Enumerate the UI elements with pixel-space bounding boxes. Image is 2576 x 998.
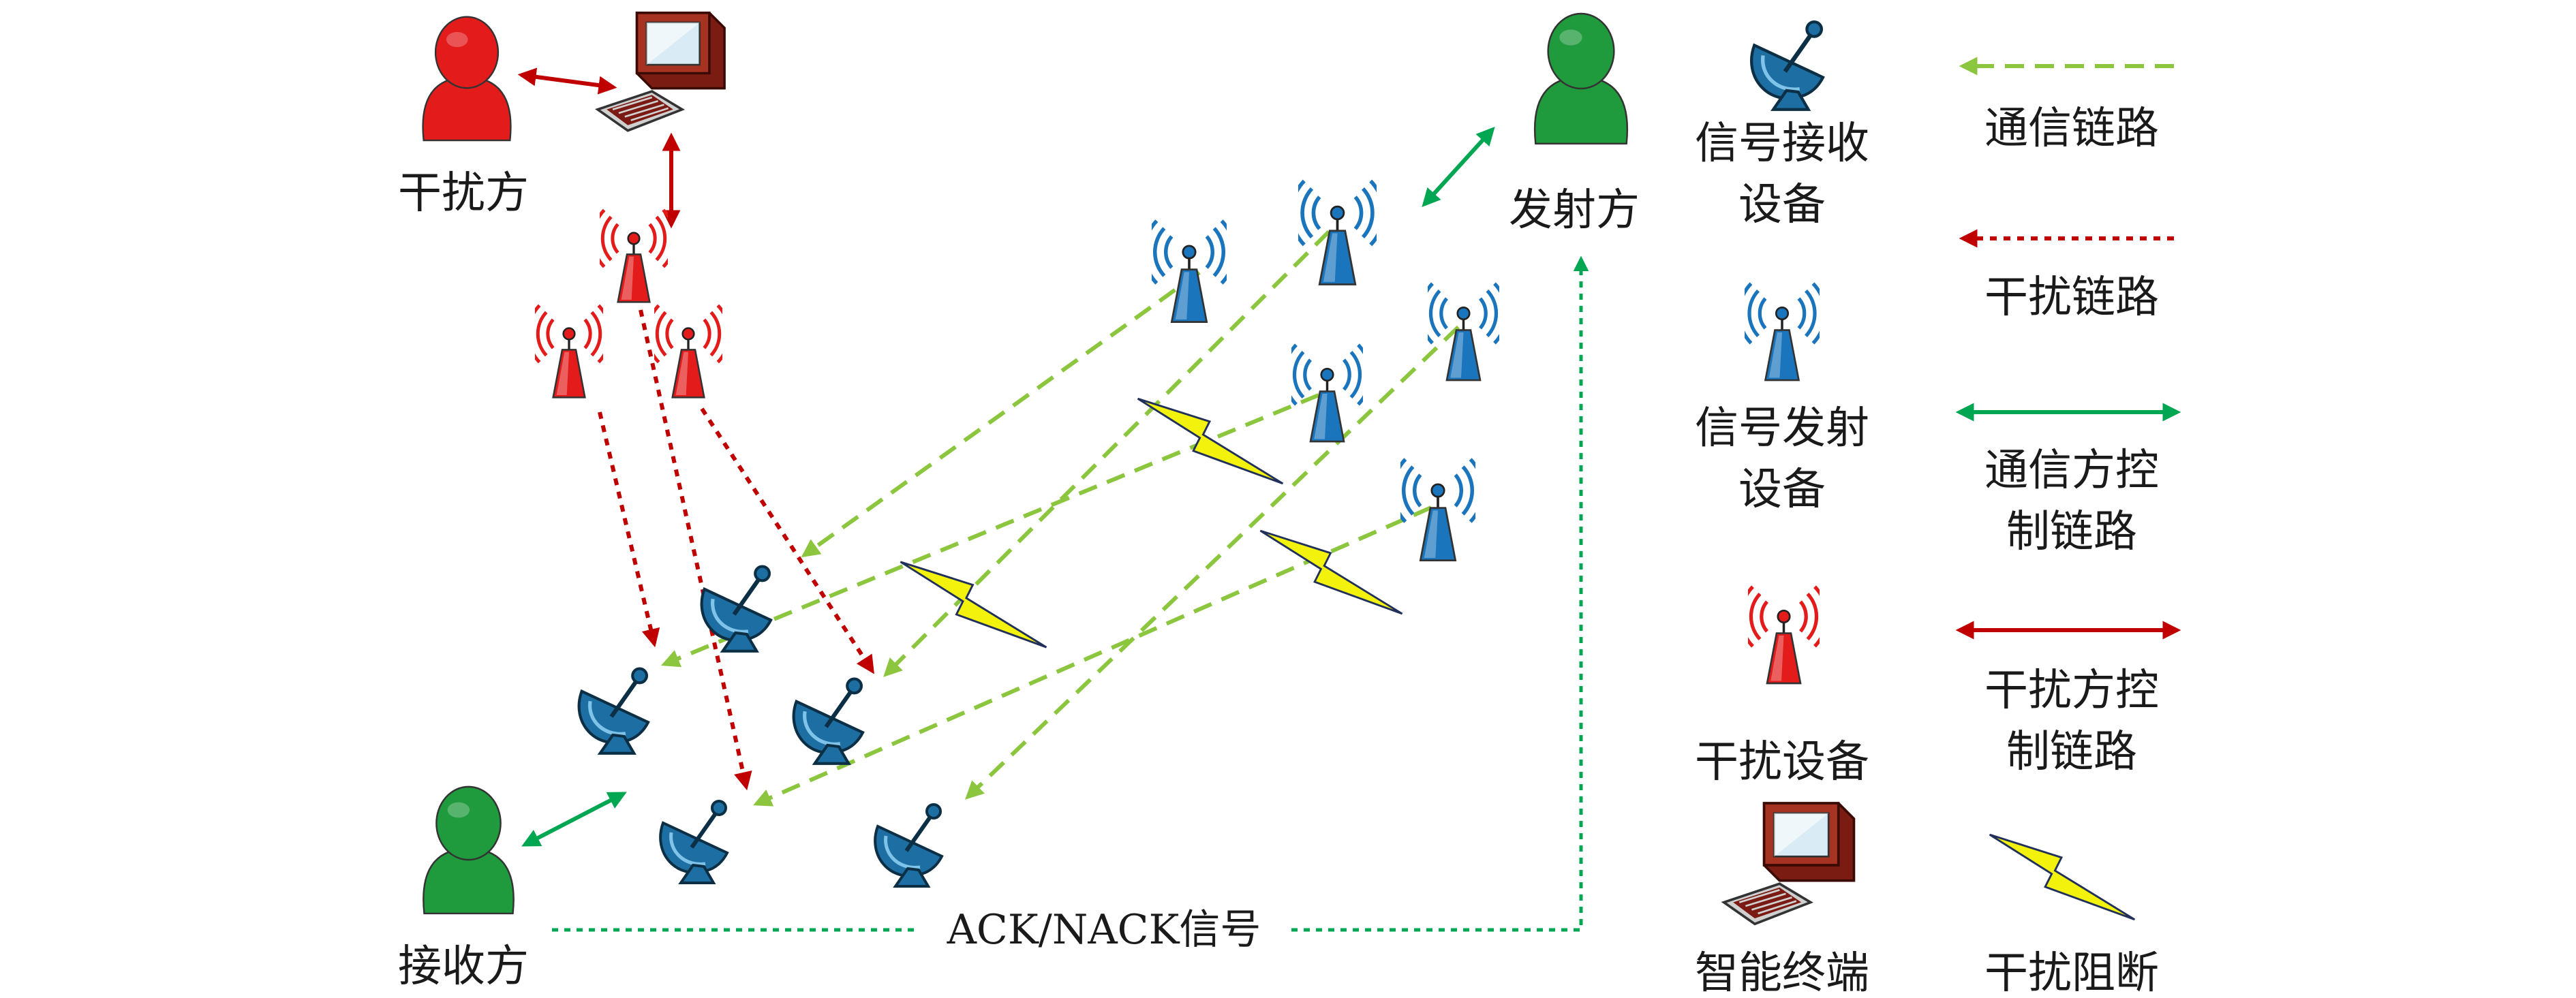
jammer-control-links	[517, 67, 681, 229]
receiver-person-icon	[422, 785, 515, 915]
legend-transmit-device-line1: 信号发射	[1695, 403, 1869, 454]
comm-link	[965, 325, 1460, 800]
comm-link	[883, 230, 1331, 677]
legend-comm-control-line2: 制链路	[2006, 507, 2137, 557]
ack-nack-path	[552, 255, 1589, 932]
jamming-antenna-icon	[647, 305, 729, 397]
legend-computer-terminal-icon	[1722, 802, 1856, 926]
jam-block-lightning-icon	[1137, 397, 1284, 485]
transmit-antenna-icon	[1284, 345, 1370, 441]
jamming-antenna-icon	[528, 305, 610, 397]
jammer-label: 干扰方	[398, 168, 529, 219]
comm-control-link	[1422, 127, 1495, 207]
legend-jam-block: 干扰阻断	[1984, 948, 2159, 998]
jam-link	[700, 407, 874, 674]
comm-link	[801, 270, 1201, 558]
receive-dish-icon	[660, 801, 727, 883]
transmit-antenna-icon	[1291, 181, 1383, 285]
jamming-links	[598, 309, 874, 791]
legend-jam-link: 干扰链路	[1984, 272, 2159, 323]
legend-lightning-icon	[1989, 833, 2136, 921]
jam-block-lightning-icon	[899, 561, 1047, 649]
legend-receive-device-line1: 信号接收	[1695, 119, 1869, 169]
receive-dish-icon	[794, 679, 863, 764]
transmitter-person-icon	[1533, 12, 1629, 145]
transmit-antenna-icon	[1420, 283, 1506, 380]
legend-jam-control-line2: 制链路	[2006, 727, 2137, 777]
comm-control-links	[521, 127, 1495, 847]
comm-control-link	[521, 792, 627, 847]
transmitter-label: 发射方	[1509, 185, 1640, 236]
receive-dish-icon	[702, 567, 771, 651]
receive-dish-icon	[875, 805, 942, 886]
transmit-antenna-icon	[1144, 221, 1234, 322]
ack-link-right	[1291, 255, 1589, 932]
jammer-person-icon	[422, 16, 512, 142]
ack-nack-label: ACK/NACK信号	[947, 906, 1261, 954]
legend-jam-antenna-icon	[1741, 587, 1826, 683]
receive-dish-icon	[579, 669, 648, 753]
transmit-antenna-icon	[1393, 459, 1483, 560]
jam-link	[598, 411, 660, 648]
legend-smart-terminal: 智能终端	[1695, 948, 1869, 998]
legend-jam-device: 干扰设备	[1695, 737, 1869, 788]
legend-transmit-device-line2: 设备	[1738, 465, 1826, 515]
legend-jam-control-line1: 干扰方控	[1984, 666, 2159, 716]
legend-dish-icon	[1751, 22, 1823, 110]
legend: 信号接收 设备 信号发射 设备 干扰设备 智能终端 通信链路 干扰链路 通信方控…	[1695, 22, 2181, 998]
legend-comm-link: 通信链路	[1984, 104, 2159, 154]
legend-comm-control-line1: 通信方控	[1984, 446, 2159, 496]
jammer-computer-terminal-icon	[596, 12, 726, 132]
jammer-control-link	[517, 67, 617, 95]
legend-receive-device-line2: 设备	[1738, 180, 1826, 230]
jamming-antenna-icon	[593, 210, 675, 302]
communication-links	[661, 230, 1460, 807]
legend-transmit-antenna-icon	[1739, 283, 1825, 380]
receiver-label: 接收方	[398, 941, 529, 992]
